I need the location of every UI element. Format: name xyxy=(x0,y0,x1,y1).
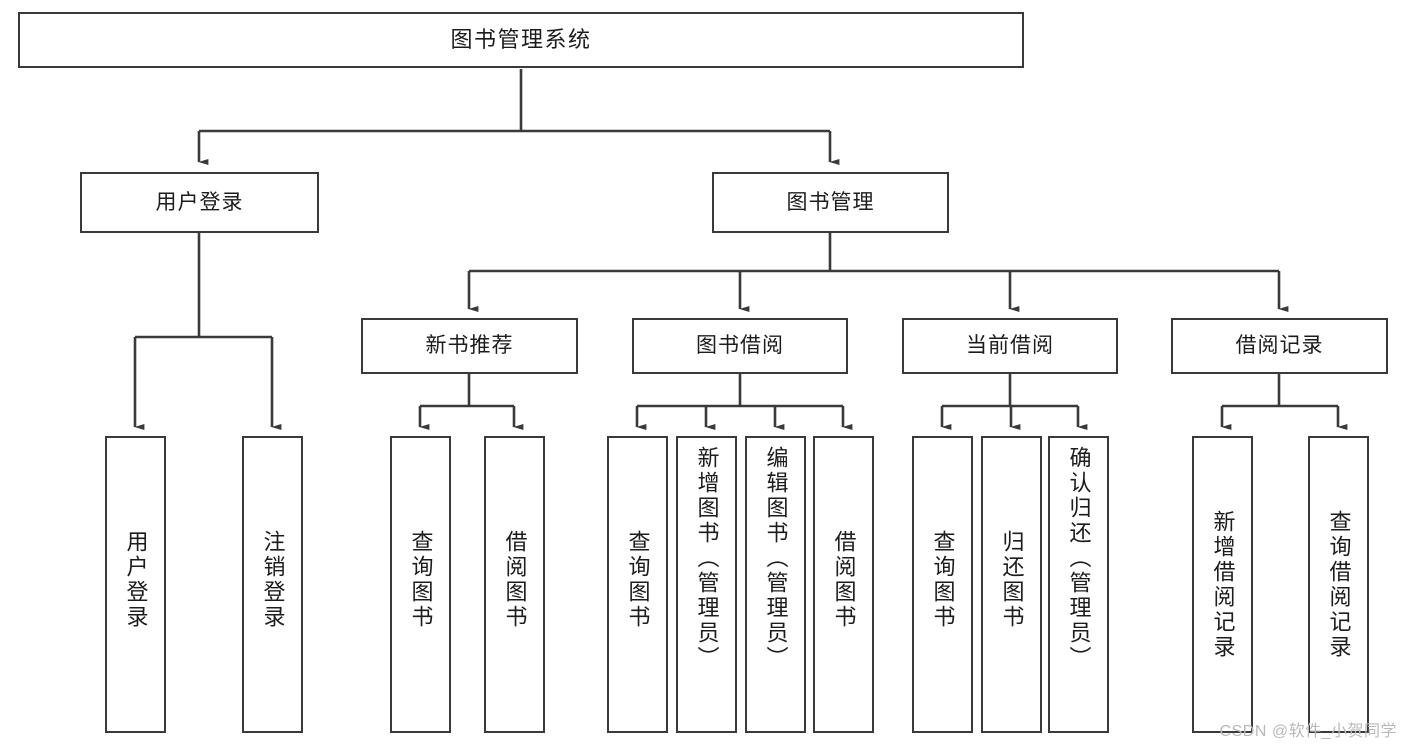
leaf-borrow-book-new-book[interactable]: 借阅图书 xyxy=(484,436,545,733)
node-label: 编辑图书（管理员） xyxy=(763,446,789,671)
leaf-borrow-book-borrow[interactable]: 借阅图书 xyxy=(813,436,874,733)
node-label: 新书推荐 xyxy=(425,334,514,358)
node-borrow-record[interactable]: 借阅记录 xyxy=(1171,318,1388,374)
node-book-management[interactable]: 图书管理 xyxy=(712,172,949,233)
leaf-query-book-current[interactable]: 查询图书 xyxy=(912,436,973,733)
leaf-query-borrow-record[interactable]: 查询借阅记录 xyxy=(1308,436,1369,733)
node-label: 图书借阅 xyxy=(696,334,784,358)
leaf-return-book[interactable]: 归还图书 xyxy=(981,436,1042,733)
node-label: 注销登录 xyxy=(260,530,286,630)
node-root-book-management-system[interactable]: 图书管理系统 xyxy=(18,12,1024,68)
watermark-text: CSDN @软件_小贺同学 xyxy=(1219,723,1397,740)
node-label: 借阅图书 xyxy=(502,530,528,630)
node-label: 确认归还（管理员） xyxy=(1066,446,1092,671)
leaf-add-book-admin[interactable]: 新增图书（管理员） xyxy=(676,436,737,733)
leaf-query-book-new-book[interactable]: 查询图书 xyxy=(390,436,451,733)
leaf-confirm-return-admin[interactable]: 确认归还（管理员） xyxy=(1048,436,1109,733)
node-new-book-recommend[interactable]: 新书推荐 xyxy=(361,318,578,374)
leaf-query-book-borrow[interactable]: 查询图书 xyxy=(607,436,668,733)
leaf-add-borrow-record[interactable]: 新增借阅记录 xyxy=(1192,436,1253,733)
leaf-edit-book-admin[interactable]: 编辑图书（管理员） xyxy=(745,436,806,733)
node-label: 用户登录 xyxy=(155,190,244,214)
node-label: 查询借阅记录 xyxy=(1326,510,1352,660)
node-label: 图书管理系统 xyxy=(450,26,592,52)
node-label: 借阅图书 xyxy=(831,530,857,630)
node-user-login[interactable]: 用户登录 xyxy=(80,172,319,233)
node-label: 新增借阅记录 xyxy=(1210,510,1236,660)
node-label: 图书管理 xyxy=(786,190,875,214)
node-label: 归还图书 xyxy=(999,530,1025,630)
node-label: 查询图书 xyxy=(625,530,651,630)
node-book-borrow[interactable]: 图书借阅 xyxy=(632,318,848,374)
leaf-user-login[interactable]: 用户登录 xyxy=(105,436,166,733)
node-label: 查询图书 xyxy=(930,530,956,630)
node-label: 当前借阅 xyxy=(966,334,1054,358)
node-label: 用户登录 xyxy=(123,530,149,630)
node-current-borrow[interactable]: 当前借阅 xyxy=(902,318,1118,374)
node-label: 查询图书 xyxy=(408,530,434,630)
node-label: 新增图书（管理员） xyxy=(694,446,720,671)
leaf-logout-login[interactable]: 注销登录 xyxy=(242,436,303,733)
node-label: 借阅记录 xyxy=(1235,334,1324,358)
